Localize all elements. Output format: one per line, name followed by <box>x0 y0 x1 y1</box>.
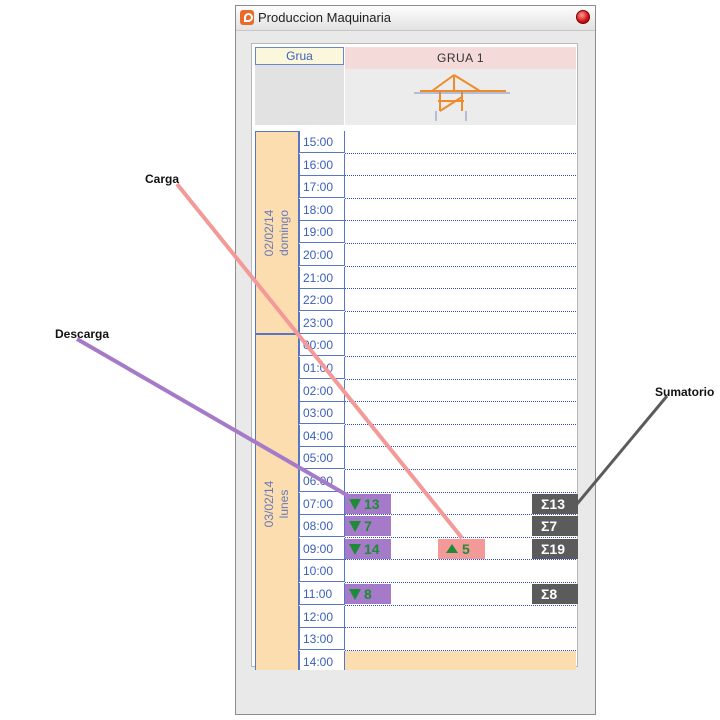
status-strip <box>236 670 595 714</box>
descarga-pointer <box>75 337 354 500</box>
row-divider <box>345 220 576 222</box>
sumatorio-cell[interactable]: Σ8 <box>532 584 578 604</box>
hour-label: 11:00 <box>299 583 345 605</box>
crane-name-header[interactable]: GRUA 1 <box>345 47 576 69</box>
hour-label: 03:00 <box>299 402 345 425</box>
descarga-value: 14 <box>364 540 380 557</box>
close-button[interactable] <box>576 10 590 24</box>
hour-label: 20:00 <box>299 244 345 266</box>
row-divider <box>345 559 576 561</box>
title-bar[interactable]: Produccion Maquinaria <box>236 6 595 31</box>
carga-value: 5 <box>462 540 470 557</box>
row-divider <box>345 310 576 312</box>
hour-label: 16:00 <box>299 153 345 176</box>
descarga-arrow-icon <box>349 543 361 555</box>
carga-arrow-icon <box>446 543 458 553</box>
hour-label: 10:00 <box>299 560 345 583</box>
sumatorio-value: Σ7 <box>541 518 558 535</box>
sumatorio-value: Σ8 <box>541 586 558 602</box>
descarga-value: 8 <box>364 586 372 602</box>
sumatorio-cell[interactable]: Σ19 <box>532 538 578 559</box>
descarga-cell[interactable]: 7 <box>345 516 391 537</box>
row-divider <box>345 446 576 448</box>
hour-label: 23:00 <box>299 311 345 334</box>
sumatorio-value: Σ19 <box>541 540 565 557</box>
row-divider <box>345 265 576 267</box>
carga-pointer <box>175 182 464 540</box>
hour-label: 13:00 <box>299 628 345 651</box>
row-divider <box>345 401 576 403</box>
row-divider <box>345 514 576 516</box>
descarga-arrow-icon <box>349 521 361 533</box>
crane-image-area <box>345 69 576 125</box>
app-window: Produccion Maquinaria Grua GRUA 1 <box>235 5 596 715</box>
row-divider <box>345 604 576 606</box>
descarga-value: 7 <box>364 518 372 535</box>
sumatorio-cell[interactable]: Σ13 <box>532 493 578 514</box>
sumatorio-value: Σ13 <box>541 495 565 512</box>
hour-label: 08:00 <box>299 515 345 538</box>
hour-label: 07:00 <box>299 492 345 515</box>
row-divider <box>345 627 576 629</box>
descarga-value: 13 <box>364 495 380 512</box>
row-divider <box>345 356 576 357</box>
descarga-cell[interactable]: 8 <box>345 584 391 604</box>
row-divider <box>345 491 576 493</box>
row-divider <box>345 243 576 244</box>
descarga-cell[interactable]: 13 <box>345 493 391 514</box>
app-icon <box>240 10 254 25</box>
row-divider <box>345 423 576 425</box>
hour-label: 19:00 <box>299 221 345 244</box>
window-title: Produccion Maquinaria <box>258 10 391 25</box>
hour-label: 17:00 <box>299 176 345 199</box>
hour-label: 22:00 <box>299 289 345 312</box>
hour-label: 15:00 <box>299 131 345 153</box>
grua-header-label: Grua <box>255 47 344 65</box>
carga-annotation: Carga <box>145 172 180 186</box>
hour-label: 18:00 <box>299 198 345 221</box>
row-divider <box>345 469 576 470</box>
header-spacer <box>255 65 344 125</box>
row-divider <box>345 175 576 177</box>
hour-label: 09:00 <box>299 537 345 560</box>
hour-label: 12:00 <box>299 605 345 628</box>
row-divider <box>345 582 576 583</box>
descarga-annotation: Descarga <box>55 327 110 341</box>
carga-cell[interactable]: 5 <box>438 538 485 559</box>
row-divider <box>345 333 576 335</box>
crane-icon <box>414 74 510 121</box>
current-hour-band <box>345 650 576 673</box>
hour-label: 05:00 <box>299 447 345 470</box>
descarga-arrow-icon <box>349 498 361 510</box>
sumatorio-annotation: Sumatorio <box>655 385 715 399</box>
descarga-cell[interactable]: 14 <box>345 538 391 559</box>
row-divider <box>345 378 576 380</box>
row-divider <box>345 288 576 290</box>
hour-label: 21:00 <box>299 266 345 289</box>
descarga-arrow-icon <box>349 589 361 600</box>
sumatorio-cell[interactable]: Σ7 <box>532 516 578 537</box>
row-divider <box>345 152 576 154</box>
row-divider <box>345 197 576 199</box>
hour-label: 04:00 <box>299 424 345 447</box>
row-divider <box>345 649 576 651</box>
schedule-panel: Grua GRUA 1 <box>251 43 578 674</box>
sumatorio-pointer <box>570 395 669 511</box>
